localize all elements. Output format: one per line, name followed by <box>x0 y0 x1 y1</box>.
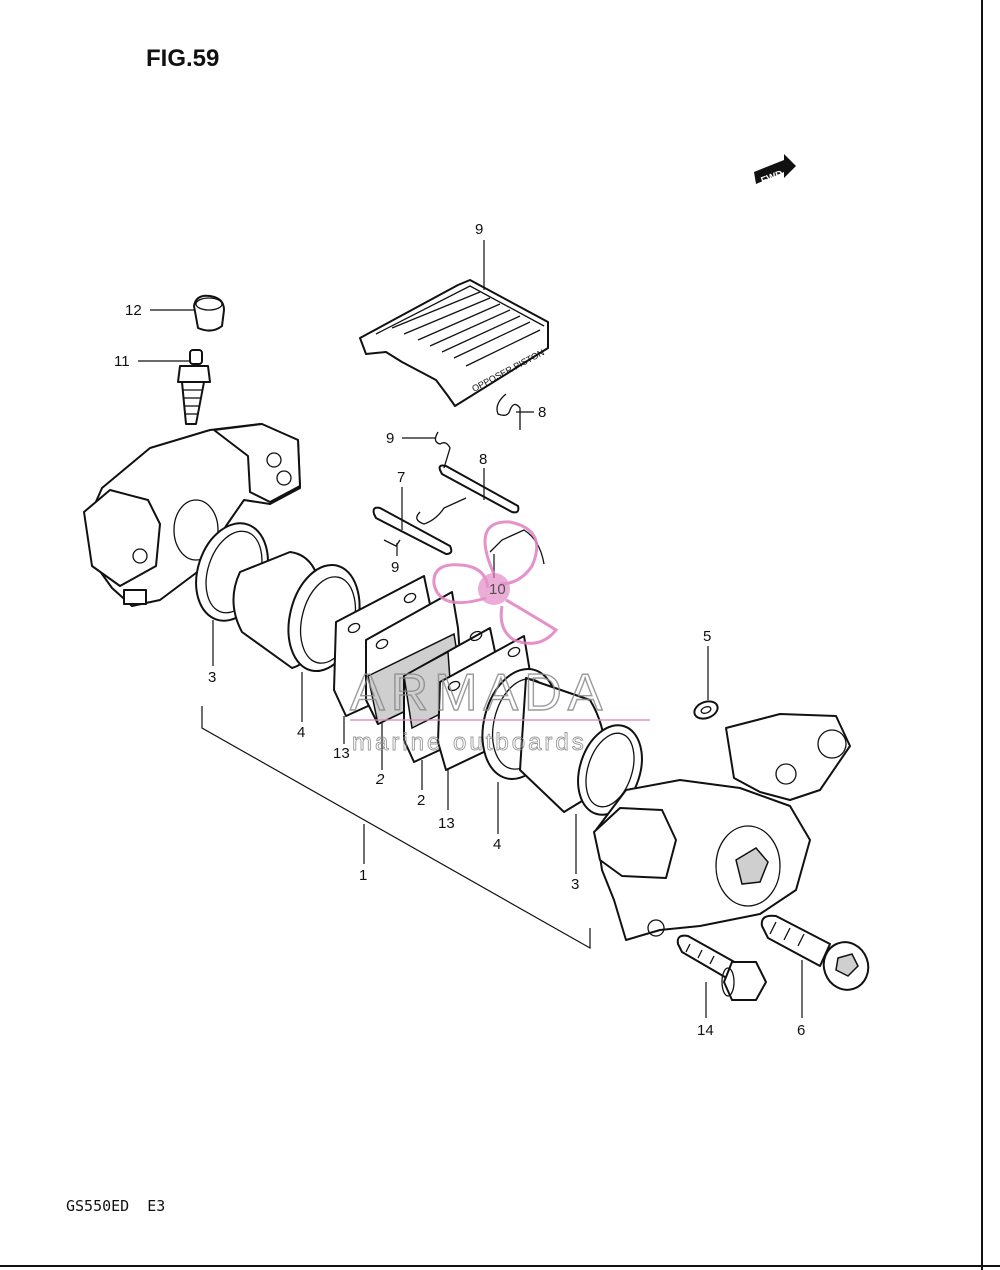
callout-4-left: 4 <box>297 724 305 741</box>
callout-3-right: 3 <box>571 876 579 893</box>
bleeder-cap-part <box>193 294 225 332</box>
callout-6: 6 <box>797 1022 805 1039</box>
right-caliper-body-part <box>593 713 851 941</box>
clip-upper-part <box>496 393 521 430</box>
watermark-badge-label: 10 <box>489 581 506 598</box>
callout-11: 11 <box>114 353 130 370</box>
pad-spring-part <box>416 497 545 565</box>
watermark-tagline: marine outboards <box>352 729 587 756</box>
forward-arrow-icon: FWD <box>754 154 796 187</box>
flange-bolt-part <box>676 934 767 1001</box>
leader-lines <box>138 240 803 1018</box>
clip-left-part <box>434 431 451 469</box>
callout-10: 9 <box>475 221 483 238</box>
callout-3-left: 3 <box>208 669 216 686</box>
callout-5: 5 <box>703 628 711 645</box>
callout-2-right: 2 <box>417 792 425 809</box>
callout-7-right: 8 <box>479 451 487 468</box>
callout-8-upper: 8 <box>538 404 546 421</box>
callout-1: 1 <box>359 867 367 884</box>
callout-8-left: 9 <box>386 430 394 447</box>
callout-9-left: 9 <box>391 559 399 576</box>
propeller-logo-icon <box>432 520 559 645</box>
callout-labels: 9 12 11 8 9 7 8 9 3 4 13 2 2 13 4 3 1 5 … <box>114 221 805 1039</box>
figure-title: FIG.59 <box>146 45 219 72</box>
small-pin-left-part <box>383 539 401 547</box>
callout-12: 12 <box>125 302 142 319</box>
callout-4-right: 4 <box>493 836 501 853</box>
callout-7-left: 7 <box>397 469 405 486</box>
bleeder-valve-part <box>177 349 211 425</box>
pad-pin-right-part <box>438 464 520 514</box>
left-caliper-body-part <box>83 423 301 607</box>
socket-bolt-part <box>760 914 870 991</box>
armada-watermark: 10 ARMADA marine outboards <box>349 520 650 756</box>
model-label: GS550ED E3 <box>66 1197 165 1215</box>
callout-14: 14 <box>697 1022 714 1039</box>
watermark-brand: ARMADA <box>350 664 608 722</box>
watermark-badge-icon <box>478 573 510 605</box>
washer-part <box>693 700 719 720</box>
callout-13-right: 13 <box>438 815 455 832</box>
pad-pin-left-part <box>372 506 453 555</box>
callout-2-left: 2 <box>375 771 385 788</box>
callout-13-left: 13 <box>333 745 350 762</box>
pad-cover-part: OPPOSER PISTON <box>359 279 549 407</box>
